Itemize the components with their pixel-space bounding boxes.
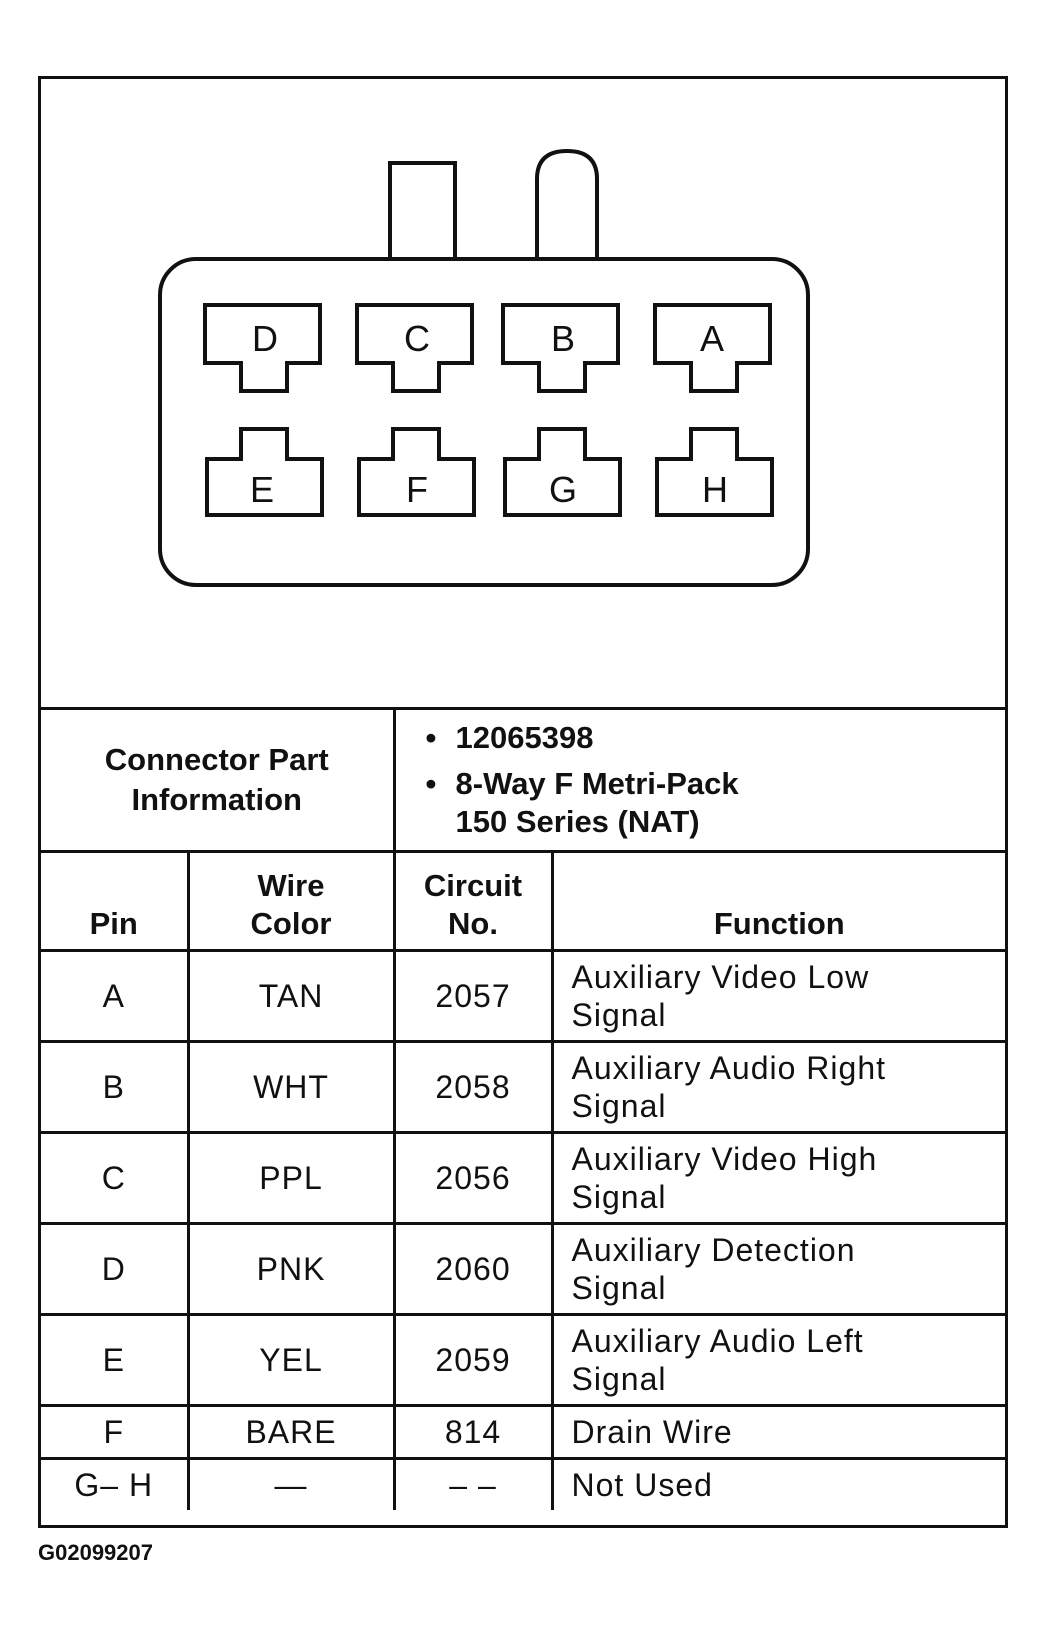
cell-circuit: 2057 — [392, 949, 554, 1043]
cell-pin: E — [41, 1313, 190, 1407]
part-number: 12065398 — [426, 719, 1006, 757]
table-row: G– H — – – Not Used — [41, 1457, 1006, 1510]
cavity-top-row: D C B A — [203, 303, 772, 393]
cell-wire-color: — — [186, 1457, 396, 1510]
pinout-table: Connector Part Information 12065398 8-Wa… — [41, 707, 1006, 1510]
pin-label-top: A — [700, 318, 724, 359]
connector-info-row: Connector Part Information 12065398 8-Wa… — [41, 707, 1006, 853]
cell-circuit: 814 — [392, 1404, 554, 1460]
cell-wire-color: TAN — [186, 949, 396, 1043]
diagram-frame: D C B A E F G H — [38, 76, 1008, 1528]
cavity-b — [501, 303, 620, 393]
cavity-e — [205, 427, 324, 517]
cell-pin: C — [41, 1131, 190, 1225]
cell-circuit: 2058 — [392, 1040, 554, 1134]
info-label-line: Information — [131, 782, 303, 817]
pin-label-top: B — [551, 318, 575, 359]
connector-latch-square — [388, 161, 457, 264]
cell-pin: D — [41, 1222, 190, 1316]
cell-wire-color: YEL — [186, 1313, 396, 1407]
table-row: F BARE 814 Drain Wire — [41, 1404, 1006, 1460]
cavity-bottom-row: E F G H — [205, 427, 774, 517]
pin-label-top: C — [404, 318, 430, 359]
connector-body — [158, 257, 810, 587]
pin-label-bottom: E — [250, 469, 274, 510]
header-function: Function — [550, 850, 1006, 952]
info-label-line: Connector Part — [104, 742, 329, 777]
pin-label-bottom: H — [702, 469, 728, 510]
connector-info-label: Connector Part Information — [41, 707, 396, 853]
cavity-h — [655, 427, 774, 517]
cell-wire-color: PPL — [186, 1131, 396, 1225]
cell-circuit: 2056 — [392, 1131, 554, 1225]
cavity-a — [653, 303, 772, 393]
cavity-d — [203, 303, 322, 393]
connector-svg: D C B A E F G H — [158, 148, 810, 587]
cavity-c — [355, 303, 474, 393]
cell-circuit: 2060 — [392, 1222, 554, 1316]
connector-description-cont: 150 Series (NAT) — [455, 804, 700, 839]
figure-id: G02099207 — [38, 1540, 153, 1565]
pin-label-bottom: G — [549, 469, 577, 510]
pin-label-top: D — [252, 318, 278, 359]
cell-circuit: – – — [392, 1457, 554, 1510]
cell-wire-color: WHT — [186, 1040, 396, 1134]
cell-pin: F — [41, 1404, 190, 1460]
cell-pin: B — [41, 1040, 190, 1134]
connector-info-value: 12065398 8-Way F Metri-Pack 150 Series (… — [392, 707, 1006, 853]
cell-wire-color: BARE — [186, 1404, 396, 1460]
cavity-f — [357, 427, 476, 517]
cell-circuit: 2059 — [392, 1313, 554, 1407]
pin-label-bottom: F — [406, 469, 428, 510]
cell-pin: A — [41, 949, 190, 1043]
cell-function: Not Used — [550, 1457, 1006, 1510]
cell-pin: G– H — [41, 1457, 190, 1510]
connector-latch-round — [535, 148, 599, 264]
cell-function: Drain Wire — [550, 1404, 1006, 1460]
cavity-g — [503, 427, 622, 517]
cell-wire-color: PNK — [186, 1222, 396, 1316]
connector-drawing: D C B A E F G H — [41, 79, 1005, 707]
header-pin: Pin — [41, 850, 190, 952]
connector-description: 8-Way F Metri-Pack — [426, 765, 1006, 803]
